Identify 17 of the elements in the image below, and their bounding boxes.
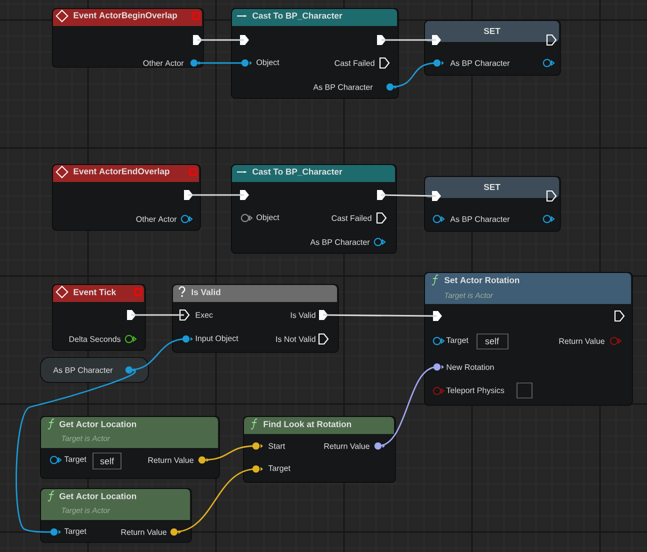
wire	[188, 194, 244, 196]
blueprint-node: Event ActorBeginOverlap Other Actor	[52, 8, 204, 68]
wire	[381, 194, 436, 197]
blueprint-node: Cast To BP_Character Object Cast Failed As BP Character	[231, 8, 399, 99]
blueprint-node: Event ActorEndOverlap Other Actor	[52, 164, 201, 231]
wire	[131, 314, 184, 316]
blueprint-node: Find Look at Rotation Start Return Value Target	[243, 416, 396, 483]
blueprint-node: As BP Character	[40, 357, 149, 383]
blueprint-node: Cast To BP_Character Object Cast Failed As BP Character	[231, 164, 397, 254]
wire	[197, 39, 244, 41]
wire	[381, 39, 436, 41]
blueprint-node: SET As BP Character	[424, 176, 561, 232]
wire	[16, 369, 136, 533]
blueprint-node: SET As BP Character	[424, 20, 561, 76]
blueprint-node: Event Tick Delta Seconds	[52, 284, 146, 351]
wire	[323, 314, 438, 317]
blueprint-node: Is Valid Exec Is Valid Input Object Is Not Valid	[172, 284, 339, 353]
